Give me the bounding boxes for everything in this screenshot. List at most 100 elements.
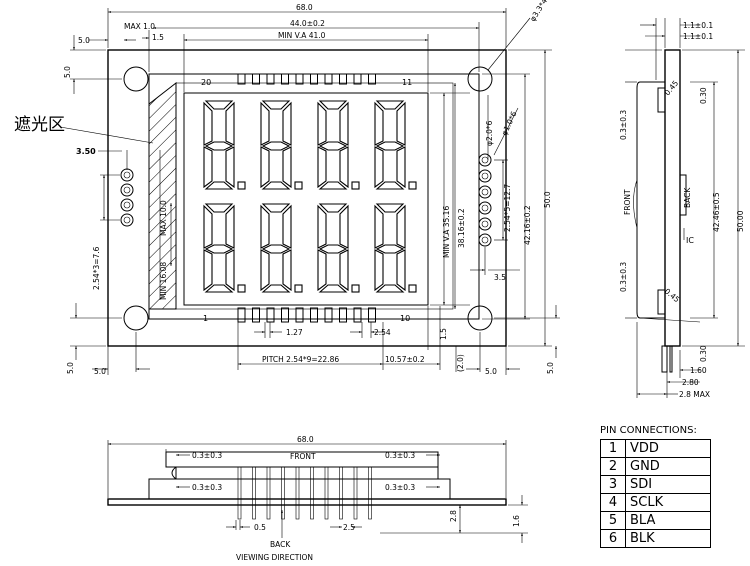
viewing-area [183, 92, 429, 306]
dim-glass-width: 44.0±0.2 [290, 19, 325, 28]
bottom-pins [237, 466, 372, 520]
bottom-back-label: BACK [270, 540, 291, 549]
bottom-height-b: 1.6 [512, 515, 521, 527]
side-thk-a: 1.60 [690, 366, 707, 375]
bottom-pin-stub [252, 307, 260, 323]
pin-label-10: 10 [400, 314, 410, 323]
bottom-view-pin [266, 466, 271, 520]
bottom-pin-stub [295, 307, 304, 323]
pin-label-1: 1 [203, 314, 208, 323]
dim-overall-width: 68.0 [296, 3, 313, 12]
dim-pin-row-offset: 10.57±0.2 [385, 355, 425, 364]
dim-left-margin: 5.0 [78, 36, 90, 45]
top-pin-stub [281, 73, 289, 85]
side-thk-c: 2.8 MAX [679, 390, 710, 399]
side-dim-inner-a: 0.30 [699, 87, 708, 104]
bottom-view-pin [252, 466, 256, 520]
bottom-dim-bl: 0.3±0.3 [192, 483, 222, 492]
side-ic [679, 174, 687, 216]
dim-pad-dia-b: φ1.0*6 [500, 110, 519, 137]
digit [260, 203, 303, 293]
digit [317, 203, 360, 293]
side-dim-a: 1.1±0.1 [683, 21, 713, 30]
bottom-view-pin [339, 466, 343, 520]
side-ic-label: IC [686, 236, 694, 245]
dim-char-height-max: MAX 10.0 [159, 200, 168, 236]
bottom-dim-br: 0.3±0.3 [385, 483, 415, 492]
bottom-view-pin [368, 466, 372, 520]
bottom-pin-stub [310, 307, 318, 323]
bottom-pin-stub [281, 307, 289, 323]
top-pin-stub [368, 73, 376, 85]
mount-hole-tr [467, 66, 493, 92]
dim-bottom-left-vert: 5.0 [66, 362, 75, 374]
bottom-pin-stub [237, 307, 246, 323]
pin-function: SCLK [625, 493, 711, 512]
dim-right-vert: 5.0 [546, 362, 555, 374]
glass-outline [148, 73, 480, 320]
bottom-view-pin [310, 466, 314, 520]
side-thk-b: 2.80 [682, 378, 699, 387]
dim-pin-row-pitch: PITCH 2.54*9=22.86 [262, 355, 339, 364]
dim-outline-height-b: 50.0 [543, 191, 552, 208]
dim-pad-offset: 3.5 [494, 273, 506, 282]
digit [374, 203, 417, 293]
connector-pads [478, 153, 492, 247]
dim-outline-height-a: 42.16±0.2 [523, 205, 532, 245]
bottom-view-pin [353, 466, 358, 520]
dim-bottom-margin-right: 5.0 [485, 367, 497, 376]
top-pin-stub [295, 73, 304, 85]
left-pin-pads [120, 150, 134, 227]
digit [260, 100, 303, 190]
connector-pad [478, 201, 492, 215]
dim-edge-margin: 1.5 [152, 33, 164, 42]
side-dim-top-offset: 0.3±0.3 [619, 110, 628, 140]
top-pin-stub [237, 73, 246, 85]
dim-pin-pitch: 1.27 [286, 328, 303, 337]
dim-pin-pitch-left: 2.54*3=7.6 [92, 246, 101, 290]
pin-function: GND [625, 457, 711, 476]
bottom-view: 68.0 0.3±0.3 0.3±0.3 FRONT 0.3±0.3 0.3±0… [107, 435, 528, 562]
side-glass [636, 81, 666, 319]
pin-number: 5 [600, 511, 626, 530]
pin-function: SDI [625, 475, 711, 494]
dim-bottom-margin-left: 5.0 [94, 367, 106, 376]
digit [317, 100, 360, 190]
bottom-pcb [107, 498, 507, 506]
bottom-view-pin [295, 466, 300, 520]
pin-number: 4 [600, 493, 626, 512]
bottom-front-label: FRONT [290, 452, 316, 461]
side-view: FRONT BACK IC 1.1±0.1 1.1±0.1 0.3±0.3 0.… [619, 18, 745, 399]
top-pin-stub [324, 73, 333, 85]
top-pin-stub [353, 73, 362, 85]
bottom-pin-stubs [237, 307, 376, 323]
dim-max-edge: MAX 1.0 [124, 22, 155, 31]
dim-char-height-min: MIN 16.08 [159, 262, 168, 300]
pin-function: VDD [625, 439, 711, 458]
dim-top-margin: 5.0 [63, 66, 72, 78]
connector-pad [478, 153, 492, 167]
digit [203, 203, 246, 293]
bottom-pin-stub [368, 307, 376, 323]
bottom-viewing-direction: VIEWING DIRECTION [236, 553, 313, 562]
mask-area-label: 遮光区 [14, 115, 65, 135]
bottom-overall-width: 68.0 [297, 435, 314, 444]
bottom-dim-tl: 0.3±0.3 [192, 451, 222, 460]
pin-label-20: 20 [201, 78, 211, 87]
pin-connections-title: PIN CONNECTIONS: [600, 425, 697, 436]
side-height-inner: 42.46±0.5 [712, 192, 721, 232]
dim-pin-spacing-left: 3.50 [76, 147, 96, 156]
bottom-dim-tr: 0.3±0.3 [385, 451, 415, 460]
bottom-pin-stub [324, 307, 333, 323]
top-pin-stub [339, 73, 347, 85]
pin-label-11: 11 [402, 78, 412, 87]
dim-pad-dia-a: φ2.0*6 [485, 120, 494, 146]
mask-area-hatch [148, 81, 177, 310]
